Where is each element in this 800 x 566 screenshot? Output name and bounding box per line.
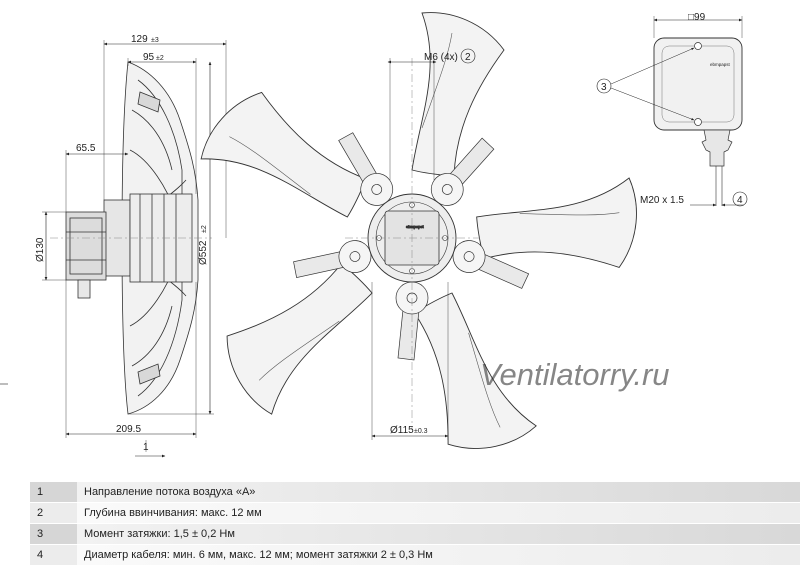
table-row: 1 Направление потока воздуха «A» xyxy=(30,482,800,503)
terminal-box-view: ebmpapst □99 3 M20 x 1.5 4 xyxy=(596,12,748,207)
dim-99-square: □99 xyxy=(688,12,706,23)
note-number: 2 xyxy=(30,502,77,524)
dim-129-tol: ±3 xyxy=(151,37,159,44)
callout-3: 3 xyxy=(601,82,607,93)
note-text: Глубина ввинчивания: макс. 12 мм xyxy=(77,502,800,524)
note-text: Направление потока воздуха «A» xyxy=(77,482,800,503)
dim-115: Ø115 xyxy=(390,425,414,436)
note-text: Диаметр кабеля: мин. 6 мм, макс. 12 мм; … xyxy=(77,544,800,566)
callout-4: 4 xyxy=(737,195,743,206)
dim-552: Ø552 xyxy=(198,240,209,265)
dim-129: 129 xyxy=(131,34,148,45)
note-text: Момент затяжки: 1,5 ± 0,2 Нм xyxy=(77,523,800,545)
dim-m6-4x: M6 (4x) xyxy=(424,52,458,63)
note-number: 4 xyxy=(30,544,77,566)
front-view: ebmpapst M6 (4x) 2 Ø115 ±0.3 xyxy=(197,12,656,475)
dim-552-tol: ±2 xyxy=(201,225,208,233)
dim-95: 95 xyxy=(143,52,155,63)
dim-209-5: 209.5 xyxy=(116,424,141,435)
notes-table: 1 Направление потока воздуха «A» 2 Глуби… xyxy=(30,482,800,566)
dim-65-5: 65.5 xyxy=(76,143,96,154)
fan-dimension-drawing: 129 ±3 95 ±2 65.5 Ø130 Ø552 ±2 209.5 1 xyxy=(0,12,748,475)
watermark: Ventilatorry.ru xyxy=(480,357,670,392)
note-number: 3 xyxy=(30,523,77,545)
hub-brand-mark: ebmpapst xyxy=(406,224,424,229)
dim-95-tol: ±2 xyxy=(156,55,164,62)
side-view: 129 ±3 95 ±2 65.5 Ø130 Ø552 ±2 209.5 1 xyxy=(0,34,227,458)
terminal-box-brand-mark: ebmpapst xyxy=(710,62,731,67)
callout-1: 1 xyxy=(143,442,149,453)
side-motor xyxy=(65,211,107,299)
dim-m20: M20 x 1.5 xyxy=(640,195,684,206)
dim-130: Ø130 xyxy=(35,237,46,262)
table-row: 3 Момент затяжки: 1,5 ± 0,2 Нм xyxy=(30,523,800,545)
note-number: 1 xyxy=(30,482,77,503)
table-row: 4 Диаметр кабеля: мин. 6 мм, макс. 12 мм… xyxy=(30,544,800,566)
table-row: 2 Глубина ввинчивания: макс. 12 мм xyxy=(30,502,800,524)
impeller-blades: ebmpapst xyxy=(197,12,656,475)
dim-115-tol: ±0.3 xyxy=(414,428,428,435)
callout-2: 2 xyxy=(465,52,471,63)
